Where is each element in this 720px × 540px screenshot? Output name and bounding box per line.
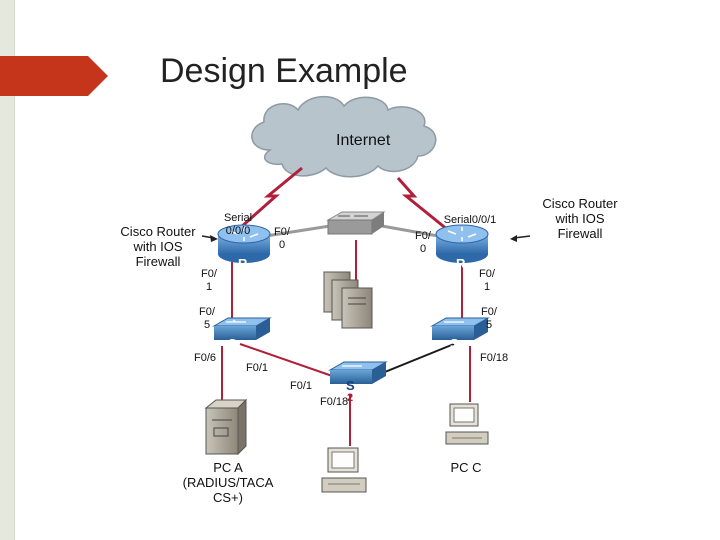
internet-cloud	[251, 95, 437, 178]
link-left-switch-center-switch	[239, 343, 339, 379]
pc-c-workstation	[445, 403, 489, 445]
title-accent-arrow	[0, 56, 108, 96]
left-serial-label: Serial 0/0/0	[223, 212, 253, 237]
center-switch-number: 2	[347, 392, 354, 404]
link-left-router-center-switch	[265, 224, 331, 238]
pc-a-label: PC A (RADIUS/TACA CS+)	[182, 460, 274, 505]
label-arrows	[201, 235, 531, 242]
right-f00-label: F0/ 0	[415, 230, 431, 255]
center-bottom-switch	[328, 361, 388, 384]
left-switch	[212, 317, 272, 340]
link-right-router-center-switch	[381, 224, 439, 238]
center-switch-letter: S	[346, 378, 355, 393]
center-switch-f018-label: F0/18	[320, 396, 349, 408]
right-f01-label: F0/ 1	[479, 268, 495, 293]
serial-link-right	[396, 177, 449, 232]
right-switch-f05-label: F0/ 5	[481, 306, 497, 331]
right-serial-label: Serial0/0/1	[443, 214, 497, 226]
center-top-switch	[326, 211, 386, 235]
left-router-letter: R	[238, 256, 248, 271]
right-switch	[430, 317, 490, 340]
left-switch-f05-label: F0/ 5	[199, 306, 215, 331]
slide-title: Design Example	[160, 52, 408, 90]
serial-link-left	[239, 166, 303, 230]
left-router	[217, 224, 271, 263]
right-switch-f018-label: F0/18	[480, 352, 509, 364]
left-switch-f06-label: F0/6	[194, 352, 217, 364]
left-f00-label: F0/ 0	[274, 226, 290, 251]
center-switch-f01-label: F0/1	[290, 380, 313, 392]
right-router-description: Cisco Router with IOS Firewall	[542, 196, 618, 241]
internet-label: Internet	[336, 132, 391, 149]
pc-b-workstation	[321, 447, 367, 493]
server-stack	[323, 271, 373, 329]
right-router	[435, 224, 489, 263]
left-switch-link-label: F0/1	[246, 362, 269, 374]
left-router-description: Cisco Router with IOS Firewall	[120, 224, 196, 269]
slide-left-bar	[0, 0, 15, 540]
pc-c-label: PC C	[450, 460, 482, 475]
left-switch-letter: S	[228, 336, 237, 351]
network-links	[221, 166, 471, 446]
right-switch-letter: S	[450, 336, 459, 351]
right-router-letter: R	[456, 256, 466, 271]
pc-a-server	[204, 398, 248, 456]
left-f01-label: F0/ 1	[201, 268, 217, 293]
